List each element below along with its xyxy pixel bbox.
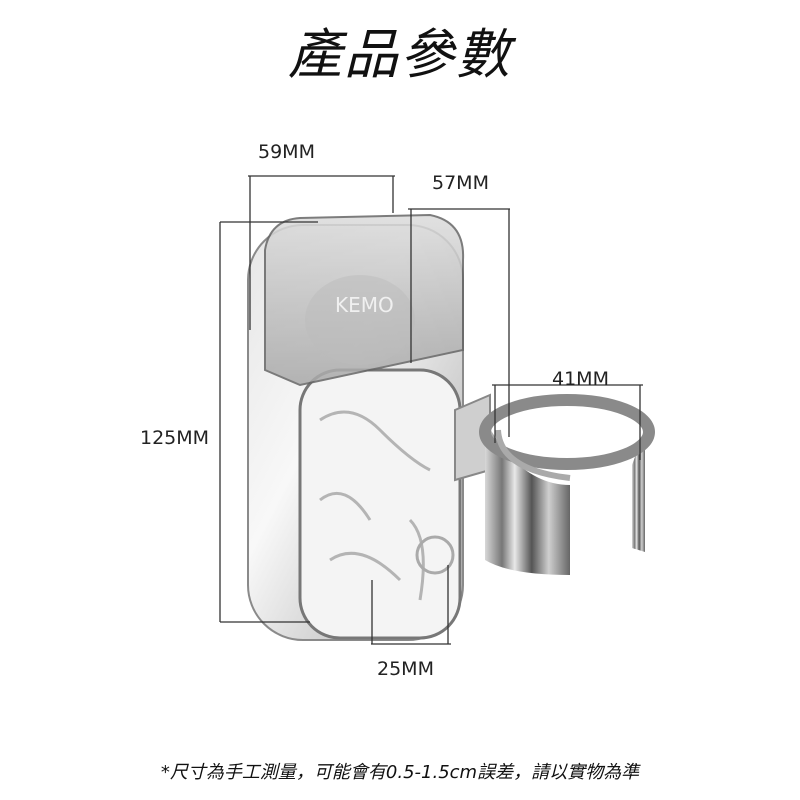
page-title: 產品參數 [288,23,512,86]
holder-ring [454,393,655,575]
brand-logo: KEMO [335,293,394,317]
dimension-ring-label: 41MM [552,368,609,390]
dimension-width-label: 59MM [258,141,315,163]
dimension-lines [219,175,643,645]
dimension-depth-label: 57MM [432,172,489,194]
measurement-note: *尺寸為手工測量，可能會有0.5-1.5cm誤差，請以實物為準 [160,762,640,783]
dimension-height-label: 125MM [140,427,210,449]
holder-body: KEMO [247,213,465,641]
dimension-bottom-label: 25MM [377,658,434,680]
